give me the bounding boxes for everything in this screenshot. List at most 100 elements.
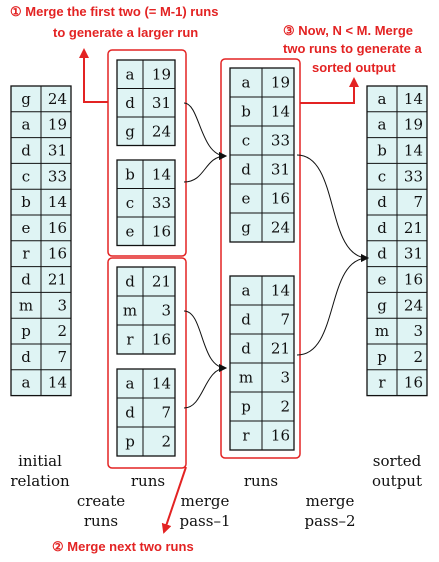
cell-key: d: [377, 219, 387, 237]
annotation-1-line2: to generate a larger run: [53, 25, 198, 40]
cell-value: 14: [152, 375, 171, 393]
cell-value: 33: [404, 167, 423, 185]
cell-key: b: [377, 142, 387, 160]
cell-key: p: [377, 348, 387, 366]
cell-value: 31: [48, 142, 67, 160]
cell-value: 33: [271, 132, 290, 150]
cell-value: 2: [161, 433, 171, 451]
label-runs-2: runs: [244, 472, 278, 490]
cell-key: d: [21, 271, 31, 289]
merge-group-3-box: [220, 58, 301, 459]
cell-key: r: [242, 427, 250, 445]
cell-value: 14: [271, 103, 290, 121]
cell-value: 14: [48, 193, 67, 211]
cell-value: 16: [404, 374, 423, 392]
label-relation: relation: [10, 472, 70, 490]
merge-group-1-box: [107, 49, 187, 257]
cell-value: 19: [404, 116, 423, 134]
cell-value: 7: [413, 193, 423, 211]
cell-key: p: [21, 322, 31, 340]
label-create: create: [77, 492, 125, 510]
cell-value: 16: [48, 245, 67, 263]
cell-value: 3: [57, 296, 67, 314]
cell-key: a: [242, 74, 251, 92]
cell-value: 16: [152, 222, 171, 240]
table-frame: [116, 59, 176, 147]
cell-value: 16: [271, 427, 290, 445]
cell-key: c: [378, 167, 386, 185]
cell-value: 19: [271, 74, 290, 92]
cell-value: 21: [404, 219, 423, 237]
merge-arrow: [296, 154, 369, 262]
cell-key: a: [126, 375, 135, 393]
annotation-3-line2: two runs to generate a: [283, 41, 422, 56]
run-table: a 19 d 31 g 24: [116, 59, 176, 147]
cell-value: 19: [152, 65, 171, 83]
cell-value: 14: [404, 90, 423, 108]
label-pass-2: pass–2: [305, 512, 356, 530]
cell-key: m: [239, 369, 253, 387]
cell-key: d: [21, 142, 31, 160]
cell-key: m: [375, 322, 389, 340]
merge-group-2-box: [107, 257, 187, 469]
cell-value: 16: [48, 219, 67, 237]
cell-key: g: [241, 219, 251, 237]
cell-key: r: [126, 331, 134, 349]
cell-key: r: [22, 245, 30, 263]
cell-key: d: [241, 340, 251, 358]
annotation-3-line3: sorted output: [312, 60, 396, 75]
annotation-arrow-3: [300, 77, 359, 104]
cell-key: e: [242, 190, 251, 208]
cell-value: 21: [48, 271, 67, 289]
cell-value: 7: [280, 311, 290, 329]
cell-value: 31: [152, 94, 171, 112]
cell-value: 7: [57, 348, 67, 366]
cell-key: d: [241, 311, 251, 329]
cell-value: 16: [404, 271, 423, 289]
cell-key: b: [21, 193, 31, 211]
label-runs-1: runs: [131, 472, 165, 490]
cell-value: 24: [404, 296, 423, 314]
label-initial: initial: [18, 452, 62, 470]
label-sorted: sorted: [373, 452, 422, 470]
cell-value: 3: [280, 369, 290, 387]
cell-key: d: [125, 404, 135, 422]
cell-value: 33: [48, 167, 67, 185]
cell-value: 21: [152, 273, 171, 291]
label-pass-1: pass–1: [180, 512, 231, 530]
cell-value: 7: [161, 404, 171, 422]
cell-value: 2: [413, 348, 423, 366]
annotation-1-line1: ① Merge the first two (= M-1) runs: [10, 4, 218, 19]
merge-arrow: [183, 310, 227, 372]
merge-arrow: [183, 152, 227, 183]
label-create-runs: runs: [84, 512, 118, 530]
cell-value: 24: [48, 90, 67, 108]
label-merge-2: merge: [306, 492, 355, 510]
cell-key: b: [241, 103, 251, 121]
cell-value: 24: [152, 122, 171, 140]
cell-key: d: [125, 273, 135, 291]
cell-key: p: [125, 433, 135, 451]
label-merge-1: merge: [181, 492, 230, 510]
cell-key: a: [22, 374, 31, 392]
cell-key: a: [378, 116, 387, 134]
run-table: a 14 d 7 p 2: [116, 368, 176, 457]
cell-value: 3: [161, 302, 171, 320]
cell-value: 2: [57, 322, 67, 340]
cell-key: d: [125, 94, 135, 112]
merge-arrow: [183, 364, 227, 409]
annotation-arrow-1: [79, 48, 108, 103]
cell-key: g: [125, 122, 135, 140]
cell-value: 24: [271, 219, 290, 237]
annotation-2: ② Merge next two runs: [52, 539, 194, 554]
table-frame: [116, 266, 176, 355]
cell-value: 14: [48, 374, 67, 392]
merge-arrow: [183, 102, 227, 160]
cell-key: a: [126, 65, 135, 83]
